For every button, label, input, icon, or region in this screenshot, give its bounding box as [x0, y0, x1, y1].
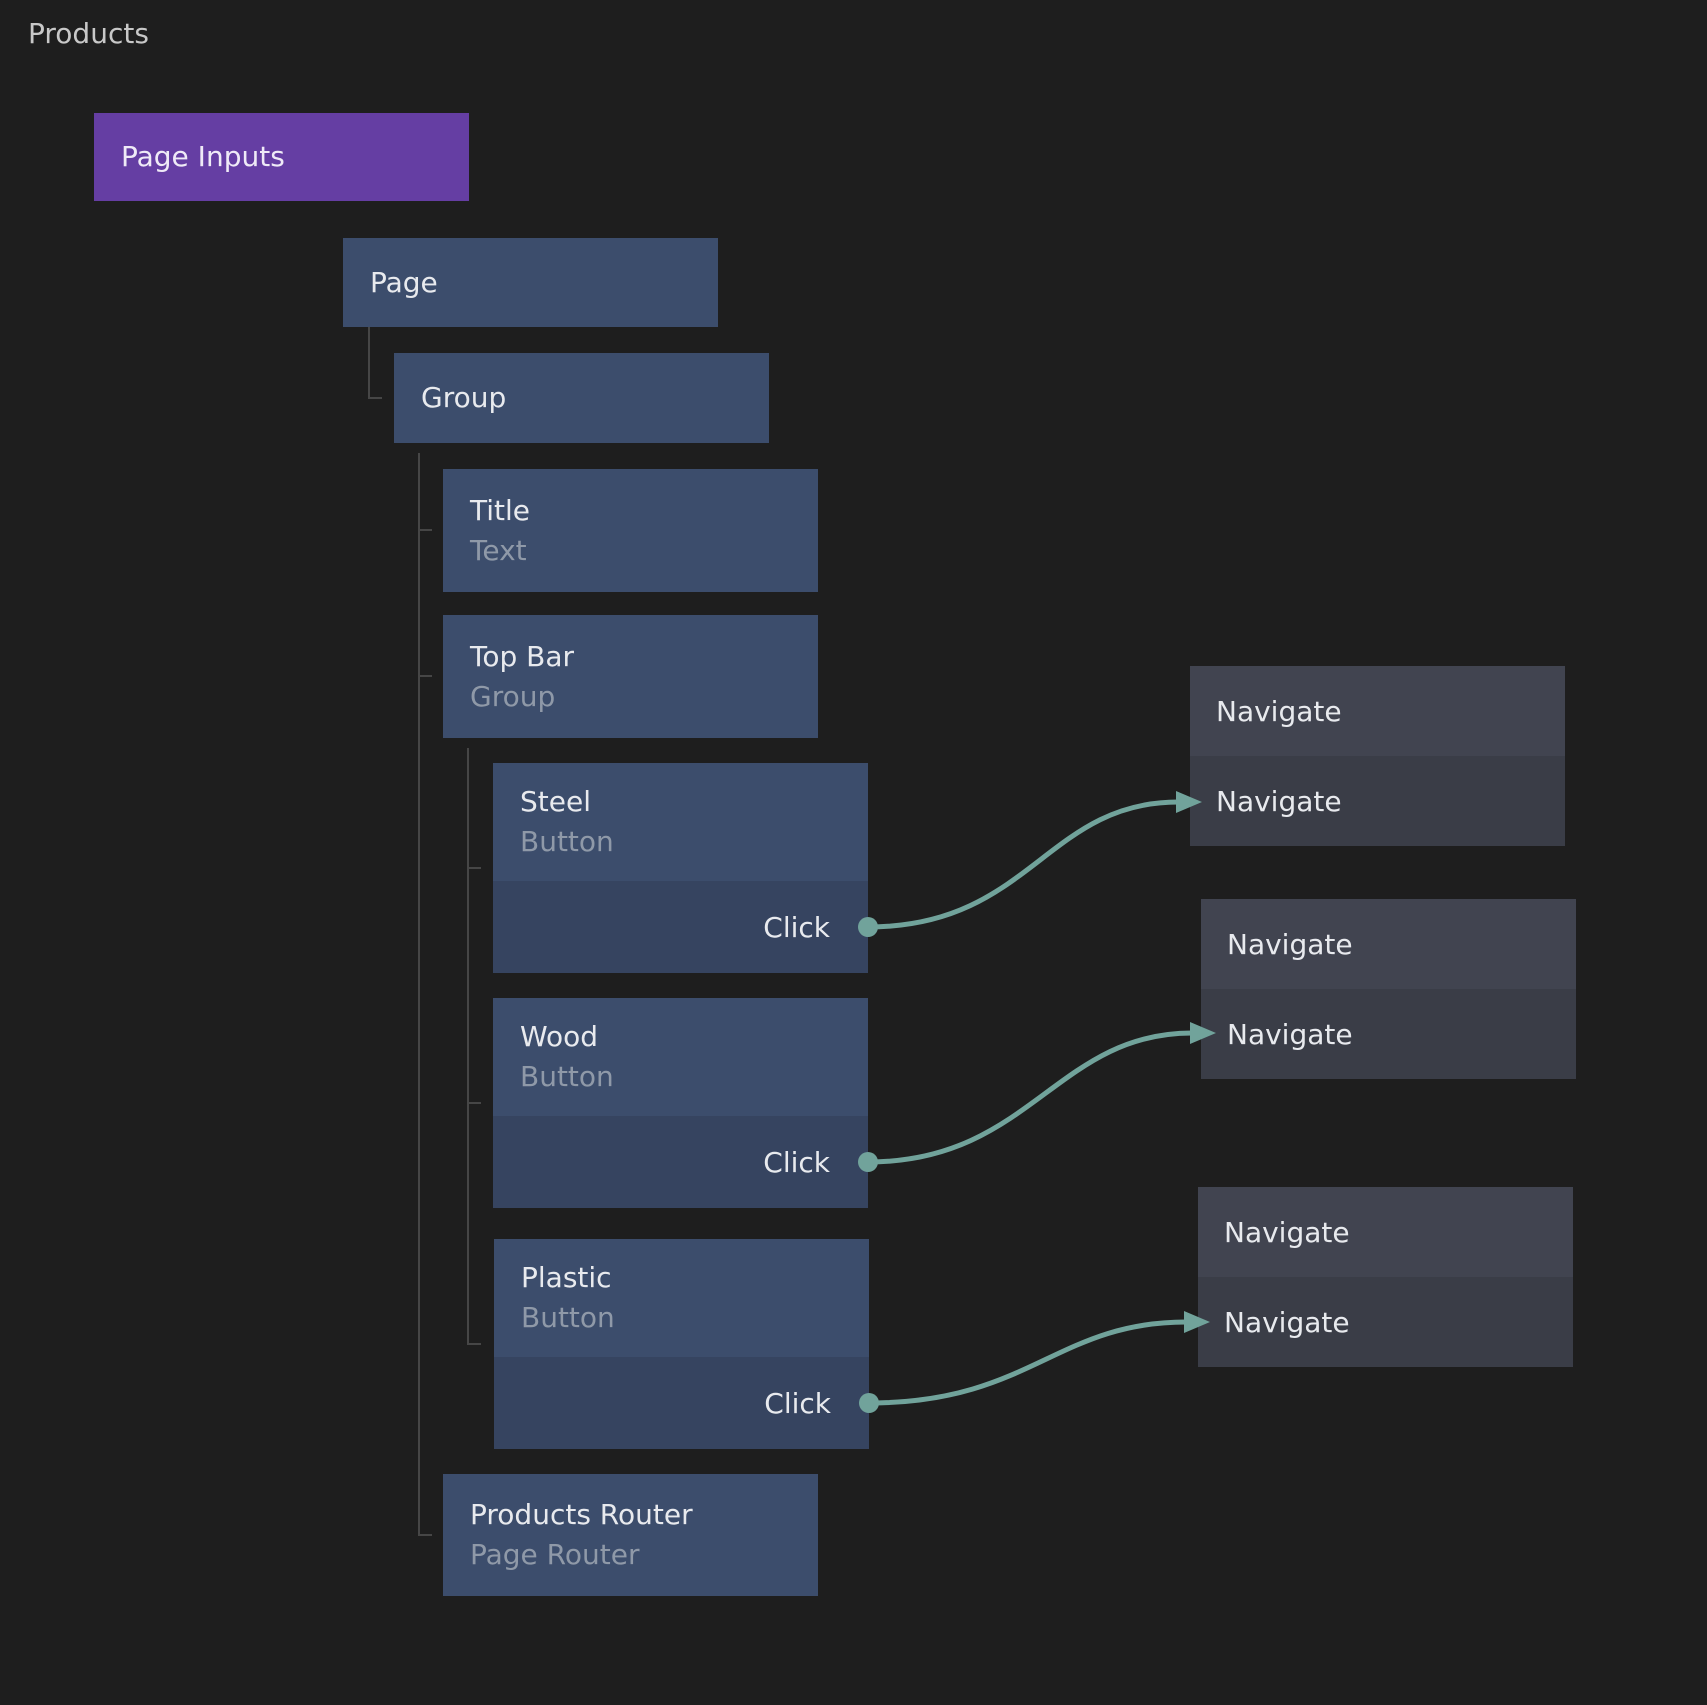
- connection-curve[interactable]: [867, 1030, 1193, 1165]
- node-label: Top Bar: [470, 639, 575, 673]
- click-event-row[interactable]: Click: [493, 881, 868, 973]
- navigate-action-row[interactable]: Navigate: [1190, 756, 1565, 846]
- node-label: Page: [370, 265, 438, 299]
- node-group[interactable]: Group: [394, 353, 769, 443]
- tree-connector-page-group: [368, 327, 382, 399]
- connection-steel-click-navigate[interactable]: [867, 791, 1202, 930]
- connection-curve[interactable]: [868, 1319, 1187, 1406]
- node-label: Group: [421, 381, 507, 414]
- node-top-bar[interactable]: Top Bar Group: [443, 615, 818, 738]
- action-label: Navigate: [1216, 784, 1342, 818]
- node-type-label: Button: [521, 1301, 615, 1334]
- page-title: Products: [28, 17, 149, 50]
- connection-curve[interactable]: [867, 799, 1179, 930]
- node-label: Plastic: [521, 1261, 612, 1294]
- node-header: Wood Button: [493, 998, 868, 1116]
- node-plastic[interactable]: Plastic Button Click: [494, 1239, 869, 1449]
- node-products-router[interactable]: Products Router Page Router: [443, 1474, 818, 1596]
- node-label: Products Router: [470, 1498, 693, 1531]
- tree-connector-top-bar-children: [467, 748, 481, 1345]
- click-event-row[interactable]: Click: [494, 1357, 869, 1449]
- click-event-row[interactable]: Click: [493, 1116, 868, 1208]
- node-label: Title: [470, 493, 531, 527]
- node-navigate-3[interactable]: Navigate Navigate: [1198, 1187, 1573, 1367]
- node-header: Plastic Button: [494, 1239, 869, 1357]
- node-type-label: Text: [470, 533, 527, 567]
- node-label: Wood: [520, 1020, 599, 1053]
- node-type-label: Button: [520, 825, 614, 858]
- navigate-header: Navigate: [1190, 666, 1565, 756]
- node-header: Steel Button: [493, 763, 868, 881]
- node-type-label: Page Router: [470, 1538, 640, 1571]
- navigate-header: Navigate: [1198, 1187, 1573, 1277]
- connection-plastic-click-navigate[interactable]: [868, 1311, 1210, 1406]
- node-type-label: Button: [520, 1060, 614, 1093]
- node-label: Navigate: [1224, 1215, 1350, 1249]
- navigate-header: Navigate: [1201, 899, 1576, 989]
- node-label: Navigate: [1227, 927, 1353, 961]
- node-type-label: Group: [470, 679, 556, 713]
- navigate-action-row[interactable]: Navigate: [1198, 1277, 1573, 1367]
- node-label: Navigate: [1216, 694, 1342, 728]
- action-label: Navigate: [1227, 1017, 1353, 1051]
- node-title[interactable]: Title Text: [443, 469, 818, 592]
- action-label: Navigate: [1224, 1305, 1350, 1339]
- navigate-action-row[interactable]: Navigate: [1201, 989, 1576, 1079]
- node-steel[interactable]: Steel Button Click: [493, 763, 868, 973]
- node-navigate-1[interactable]: Navigate Navigate: [1190, 666, 1565, 846]
- node-navigate-2[interactable]: Navigate Navigate: [1201, 899, 1576, 1079]
- event-label: Click: [763, 1145, 830, 1179]
- node-page-inputs[interactable]: Page Inputs: [94, 113, 469, 201]
- connection-wood-click-navigate[interactable]: [867, 1022, 1216, 1165]
- node-page[interactable]: Page: [343, 238, 718, 327]
- node-label: Page Inputs: [121, 140, 285, 173]
- event-label: Click: [763, 910, 830, 944]
- event-label: Click: [764, 1386, 831, 1420]
- tree-connector-group-children: [418, 453, 432, 1536]
- node-label: Steel: [520, 785, 591, 818]
- node-wood[interactable]: Wood Button Click: [493, 998, 868, 1208]
